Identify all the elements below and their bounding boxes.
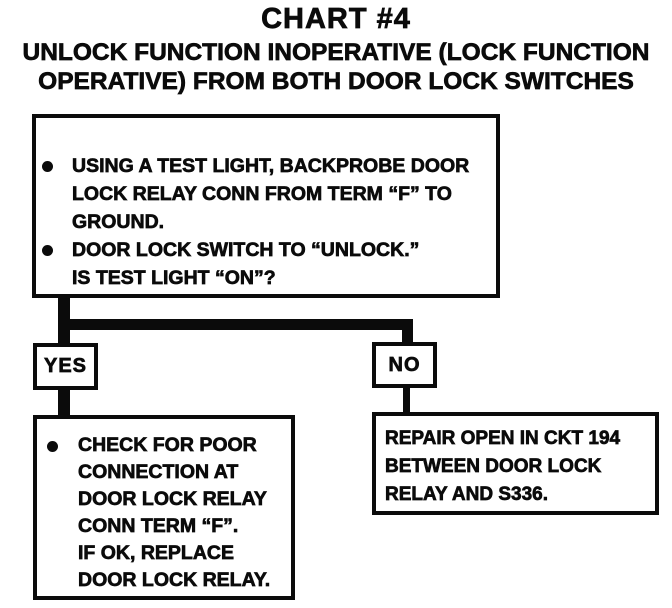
no-result-line: REPAIR OPEN IN CKT 194 — [385, 428, 621, 450]
yes-result-box: CHECK FOR POOR CONNECTION AT DOOR LOCK R… — [33, 415, 295, 600]
no-label-box: NO — [372, 342, 437, 388]
no-label: NO — [388, 353, 421, 376]
question-box: USING A TEST LIGHT, BACKPROBE DOOR LOCK … — [32, 114, 500, 298]
yes-label: YES — [43, 355, 88, 378]
chart-subtitle-line: UNLOCK FUNCTION INOPERATIVE (LOCK FUNCTI… — [22, 39, 650, 67]
yes-result-line: CHECK FOR POOR — [78, 434, 257, 457]
bullet-icon — [47, 441, 58, 452]
bullet-icon — [42, 245, 53, 256]
yes-result-line: DOOR LOCK RELAY — [78, 488, 268, 511]
chart-subtitle-line: OPERATIVE) FROM BOTH DOOR LOCK SWITCHES — [38, 67, 634, 95]
connector-no-to-result — [403, 384, 410, 415]
question-line: IS TEST LIGHT “ON”? — [72, 267, 276, 290]
question-line: GROUND. — [72, 211, 165, 234]
yes-result-line: CONNECTION AT — [78, 461, 239, 484]
connector-yes-to-result — [58, 386, 70, 418]
yes-result-line: DOOR LOCK RELAY. — [78, 569, 271, 592]
chart-title: CHART #4 — [261, 3, 411, 36]
no-result-box: REPAIR OPEN IN CKT 194 BETWEEN DOOR LOCK… — [372, 412, 659, 515]
connector-bar-to-no — [402, 319, 413, 345]
question-item-text: DOOR LOCK SWITCH TO “UNLOCK.” IS TEST LI… — [72, 236, 420, 292]
yes-result-line: IF OK, REPLACE — [78, 542, 235, 565]
bullet-icon — [42, 161, 53, 172]
question-item: DOOR LOCK SWITCH TO “UNLOCK.” IS TEST LI… — [36, 236, 496, 292]
question-item: USING A TEST LIGHT, BACKPROBE DOOR LOCK … — [36, 152, 496, 236]
question-line: USING A TEST LIGHT, BACKPROBE DOOR — [72, 155, 470, 178]
no-result-line: RELAY AND S336. — [385, 484, 549, 506]
yes-label-box: YES — [33, 343, 98, 390]
no-result-line: BETWEEN DOOR LOCK — [385, 456, 602, 478]
connector-branch-bar — [58, 319, 413, 330]
yes-result-item: CHECK FOR POOR CONNECTION AT DOOR LOCK R… — [37, 432, 291, 594]
question-line: LOCK RELAY CONN FROM TERM “F” TO — [72, 183, 453, 206]
question-item-text: USING A TEST LIGHT, BACKPROBE DOOR LOCK … — [72, 152, 470, 236]
chart-subtitle: UNLOCK FUNCTION INOPERATIVE (LOCK FUNCTI… — [0, 39, 672, 96]
yes-result-text: CHECK FOR POOR CONNECTION AT DOOR LOCK R… — [78, 432, 271, 594]
yes-result-line: CONN TERM “F”. — [78, 515, 239, 538]
question-line: DOOR LOCK SWITCH TO “UNLOCK.” — [72, 239, 420, 262]
